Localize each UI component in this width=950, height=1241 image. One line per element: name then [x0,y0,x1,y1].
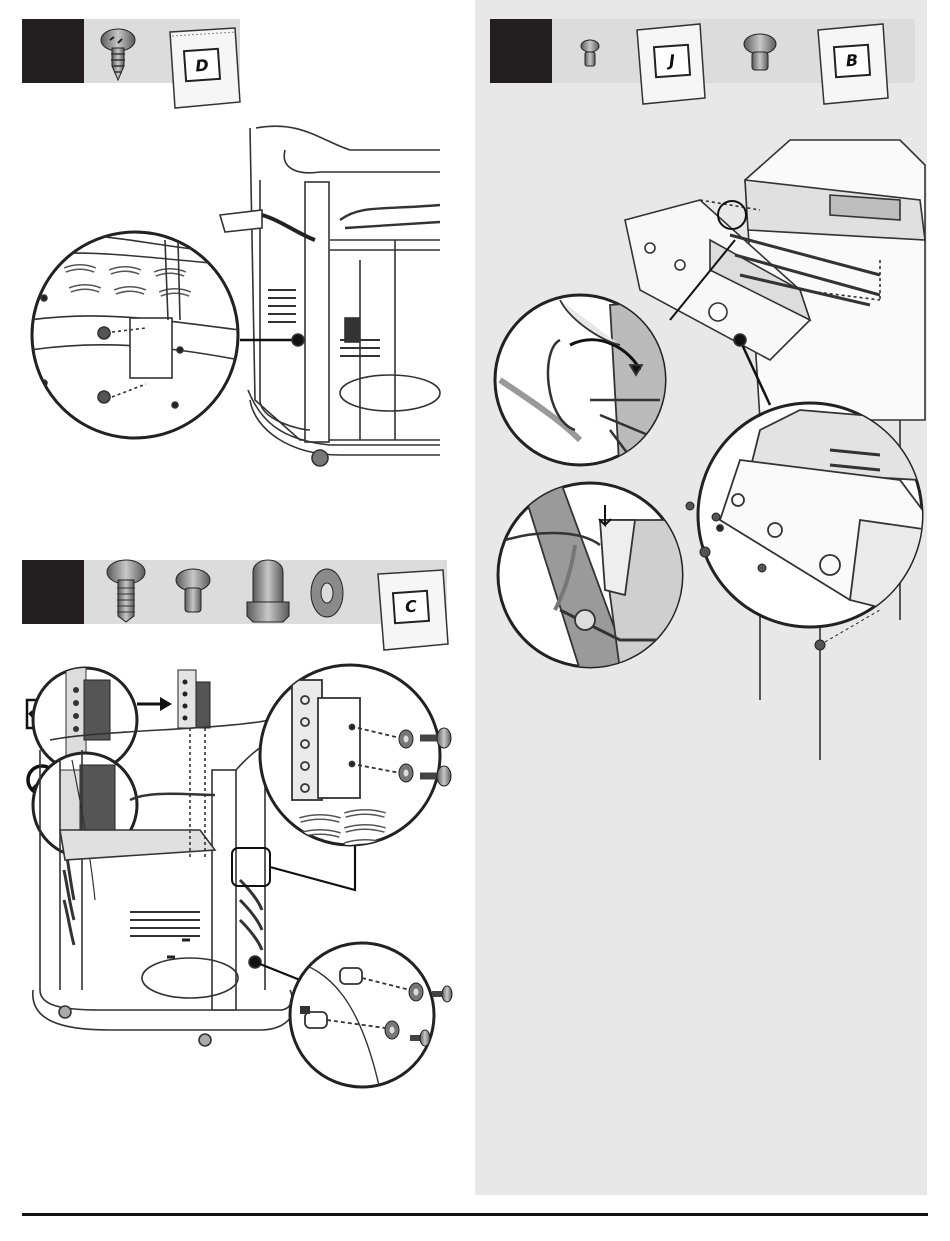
screw-icon [101,29,135,80]
detail-circle-lower-bolts [290,943,452,1090]
footer-rule [22,1213,928,1216]
bracket-part [178,670,210,728]
cap-nut-icon [247,560,289,622]
bag-label-d: D [189,55,214,77]
grill-cart-step-one [220,126,440,466]
small-screw-icon [581,40,599,66]
bolt-short-icon [176,569,210,612]
detail-circle-step-one [30,232,240,438]
detail-circle-control-panel [686,403,930,650]
bag-label-c: C [398,596,423,618]
bag-label-j: J [659,50,684,72]
bolt-long-icon [107,560,145,622]
washer-icon [311,569,343,617]
arrow-to-bracket [137,697,172,711]
detail-circle-valve-bottom [498,480,690,670]
detail-circle-valve-top [495,295,680,480]
bag-label-b: B [839,50,864,72]
detail-circle-bracket-bolts [260,665,451,850]
bolt-icon [744,34,776,70]
